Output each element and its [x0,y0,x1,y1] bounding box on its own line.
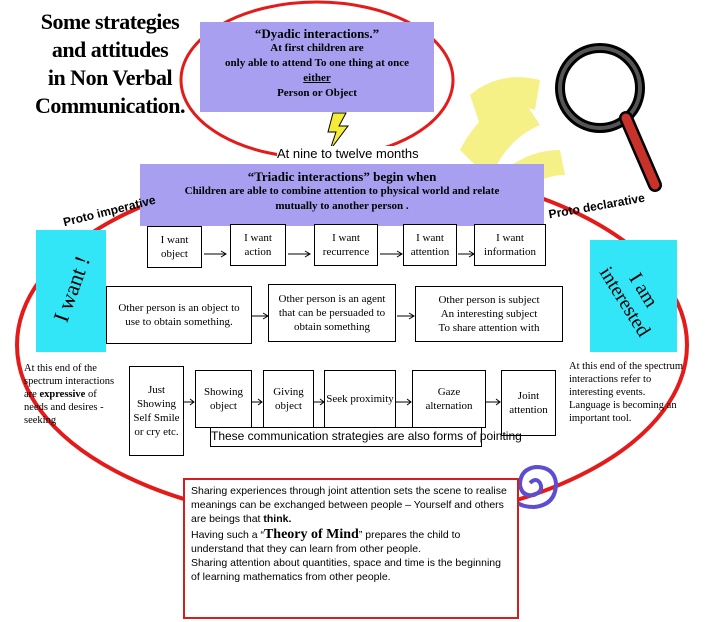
left-end-note: At this end of the spectrum interactions… [24,362,120,427]
joint-attention-box: Joint attention [501,370,556,436]
showing-self-box: Just Showing Self Smile or cry etc. [129,366,184,456]
dyadic-text: At first children are [270,42,364,54]
want-information-box: I want information [474,224,546,266]
person-subject-line: To share attention with [438,322,540,334]
dyadic-text: Person or Object [277,87,357,99]
showing-object-box: Showing object [195,370,252,428]
right-end-note: At this end of the spectrum interactions… [569,361,684,424]
i-want-text: I want ! [48,252,95,326]
triadic-box: “Triadic interactions” begin when Childr… [140,164,544,226]
person-subject-line: An interesting subject [440,308,538,320]
giving-object-box: Giving object [263,370,314,428]
dyadic-heading: “Dyadic interactions.” [254,26,380,41]
nine-months-label: At nine to twelve months [277,146,419,161]
left-note-bold: expressive [39,389,86,400]
title-line: Some strategies [40,9,180,34]
behaviour-arrows [184,398,501,406]
bottom-bold: think. [263,513,292,525]
title-line: in Non Verbal [47,65,173,90]
lightning-icon [327,112,349,151]
gaze-alternation-box: Gaze alternation [412,370,486,428]
title-line: and attitudes [51,37,169,62]
title-line: Communication. [34,93,186,118]
want-object-box: I want object [147,226,202,268]
bottom-paragraph-2: Having such a “Theory of Mind” prepares … [191,528,511,556]
i-want-sign: I want ! [36,230,106,352]
person-subject-box: Other person is subject An interesting s… [415,286,563,342]
spiral-icon [506,464,559,510]
seek-proximity-box: Seek proximity [324,370,396,428]
bottom-text: Having such a “ [191,529,264,541]
bottom-text: Sharing experiences through joint attent… [191,485,507,525]
left-note-text: of needs and desires - seeking [24,389,104,426]
i-am-interested-sign: I am interested [590,240,677,352]
triadic-text: mutually to another person . [275,200,409,212]
diagram-title: Some strategies and attitudes in Non Ver… [30,8,190,120]
want-recurrence-box: I want recurrence [314,224,378,266]
triadic-text: Children are able to combine attention t… [184,185,500,197]
person-agent-box: Other person is an agent that can be per… [268,284,396,342]
want-attention-box: I want attention [403,224,457,266]
pointing-note: These communication strategies are also … [210,427,522,447]
bottom-paragraph-1: Sharing experiences through joint attent… [191,484,511,526]
person-object-box: Other person is an object to use to obta… [106,286,252,344]
bottom-paragraph-3: Sharing attention about quantities, spac… [191,557,501,583]
dyadic-either: either [303,72,331,84]
interested-text: I am interested [586,237,683,355]
dyadic-text: only able to attend To one thing at once [225,57,409,69]
person-subject-line: Other person is subject [438,294,540,306]
bottom-text: ” prepares the child to understand that … [191,529,461,555]
triadic-heading: “Triadic interactions” begin when [247,169,437,184]
magnifying-glass-icon [555,43,662,192]
theory-of-mind-box: Sharing experiences through joint attent… [183,478,519,619]
left-note-text: At this end of the spectrum interactions… [24,363,115,400]
theory-of-mind-term: Theory of Mind [263,527,359,542]
dyadic-box: “Dyadic interactions.” At first children… [200,22,434,112]
want-action-box: I want action [230,224,286,266]
